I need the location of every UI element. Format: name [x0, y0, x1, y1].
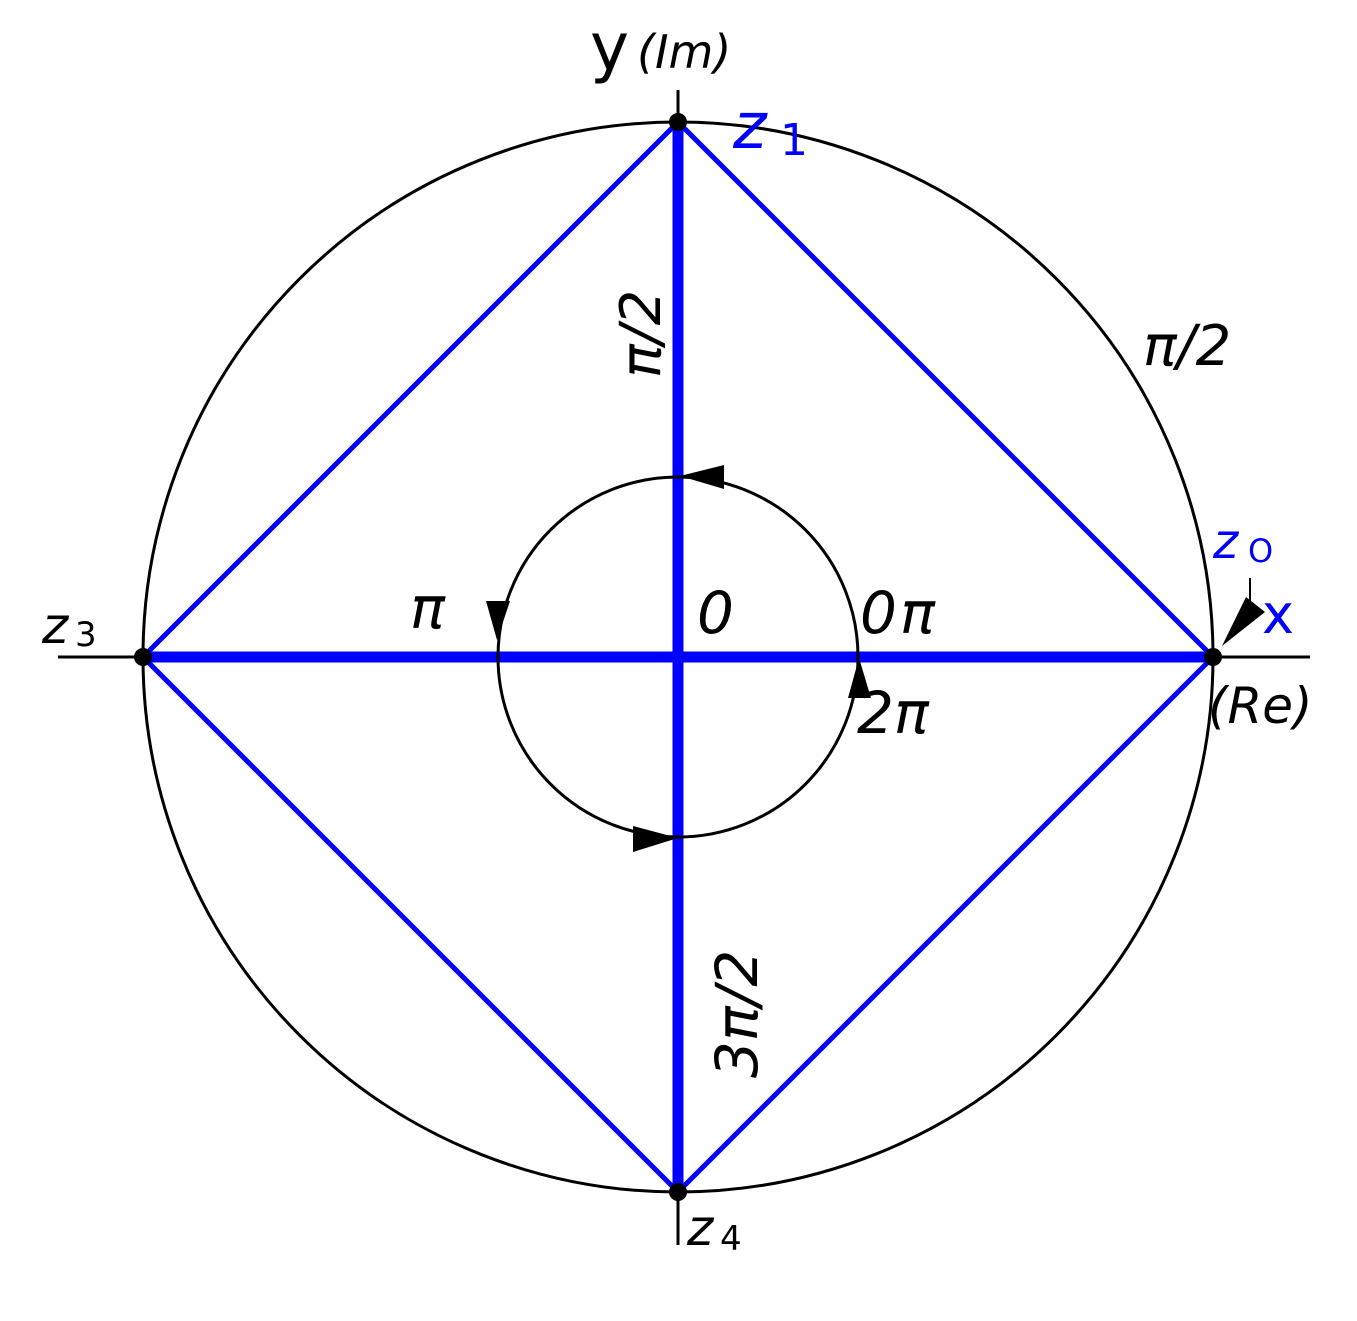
z4-subscript: 4 — [720, 1219, 742, 1259]
angle-zero: 0 — [860, 579, 897, 647]
z0-subscript: O — [1248, 532, 1273, 570]
z3-subscript: 3 — [75, 615, 97, 655]
y-axis-sublabel: (Im) — [637, 25, 731, 79]
x-axis-sublabel: (Re) — [1208, 677, 1313, 735]
z0-label: z — [1212, 514, 1240, 570]
x-axis-label: x — [1262, 583, 1294, 646]
arrow-bottom-icon — [633, 826, 678, 852]
y-axis-label: y — [590, 9, 629, 86]
z3-label: z — [41, 597, 70, 655]
z1-subscript: 1 — [780, 115, 808, 166]
point-z1 — [669, 113, 687, 131]
angle-origin-zero: 0 — [697, 579, 734, 647]
angle-half-pi-arc: π/2 — [1143, 314, 1231, 379]
arrow-left-icon — [486, 601, 510, 640]
point-z0 — [1204, 648, 1222, 666]
angle-two-pi: 2π — [857, 679, 930, 747]
arrow-right-icon — [848, 658, 871, 698]
angle-pi: π — [410, 574, 446, 642]
point-z3 — [134, 648, 152, 666]
rotation-circle — [496, 475, 860, 839]
z0-arrow-icon — [1222, 597, 1265, 646]
angle-three-half-pi: 3π/2 — [703, 950, 771, 1078]
point-z4 — [669, 1183, 687, 1201]
angle-pi-right: π — [900, 579, 936, 647]
point-origin — [673, 652, 683, 662]
z1-label: z — [732, 90, 768, 164]
arrow-top-icon — [680, 465, 724, 489]
z4-label: z — [686, 1199, 715, 1257]
angle-half-pi-vertical: π/2 — [609, 290, 674, 378]
